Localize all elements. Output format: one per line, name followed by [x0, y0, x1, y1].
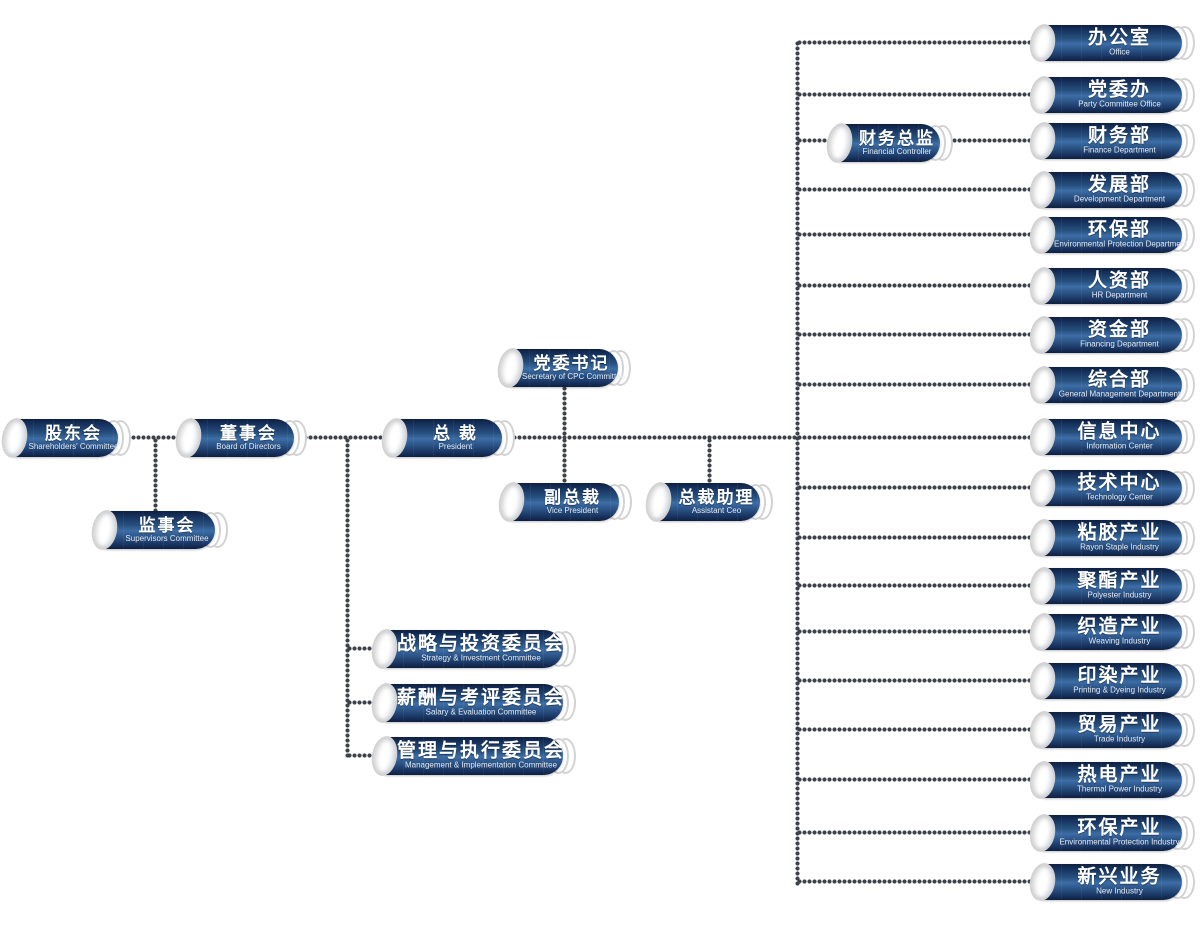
capsule-body — [838, 124, 940, 162]
capsule-body — [1041, 419, 1182, 455]
capsule-body — [393, 419, 502, 457]
connector-chain — [797, 678, 1034, 683]
connector-chain — [707, 438, 712, 485]
connector-chain — [797, 92, 1034, 97]
capsule-body — [1041, 77, 1182, 113]
connector-chain — [347, 753, 376, 758]
capsule-body — [383, 684, 563, 722]
connector-chain — [797, 879, 1034, 884]
connector-chain — [797, 629, 1034, 634]
connector-chain — [797, 777, 1034, 782]
capsule-body — [1041, 520, 1182, 556]
connector-chain — [797, 232, 1034, 237]
capsule-body — [187, 419, 294, 457]
connector-chain — [797, 332, 1034, 337]
connector-chain — [797, 40, 1034, 45]
connector-chain — [512, 435, 1034, 440]
connector-chain — [797, 535, 1034, 540]
capsule-body — [1041, 663, 1182, 699]
capsule-body — [1041, 712, 1182, 748]
capsule-body — [383, 737, 563, 775]
capsule-body — [1041, 614, 1182, 650]
connector-chain — [797, 283, 1034, 288]
connector-chain — [562, 438, 567, 485]
capsule-body — [1041, 864, 1182, 900]
capsule-body — [13, 419, 118, 457]
connector-chain — [303, 435, 386, 440]
connector-chain — [562, 386, 567, 437]
connector-chain — [797, 727, 1034, 732]
capsule-body — [1041, 172, 1182, 208]
connector-chain — [797, 485, 1034, 490]
connector-chain — [345, 438, 350, 758]
connector-chain — [347, 646, 376, 651]
capsule-body — [1041, 762, 1182, 798]
capsule-body — [657, 483, 760, 521]
connector-chain — [797, 583, 1034, 588]
capsule-body — [1041, 317, 1182, 353]
capsule-body — [1041, 25, 1182, 61]
capsule-body — [1041, 123, 1182, 159]
capsule-body — [1041, 470, 1182, 506]
capsule-body — [1041, 367, 1182, 403]
capsule-body — [383, 630, 563, 668]
capsule-body — [103, 511, 215, 549]
connector-chain — [153, 438, 158, 513]
connector-chain — [795, 41, 800, 886]
connector-chain — [347, 700, 376, 705]
capsule-body — [1041, 815, 1182, 851]
capsule-body — [1041, 568, 1182, 604]
capsule-body — [1041, 217, 1182, 253]
connector-chain — [126, 435, 180, 440]
capsule-body — [509, 349, 618, 387]
connector-chain — [797, 382, 1034, 387]
connector-chain — [797, 830, 1034, 835]
capsule-body — [510, 483, 619, 521]
capsule-body — [1041, 268, 1182, 304]
connector-chain — [797, 187, 1034, 192]
